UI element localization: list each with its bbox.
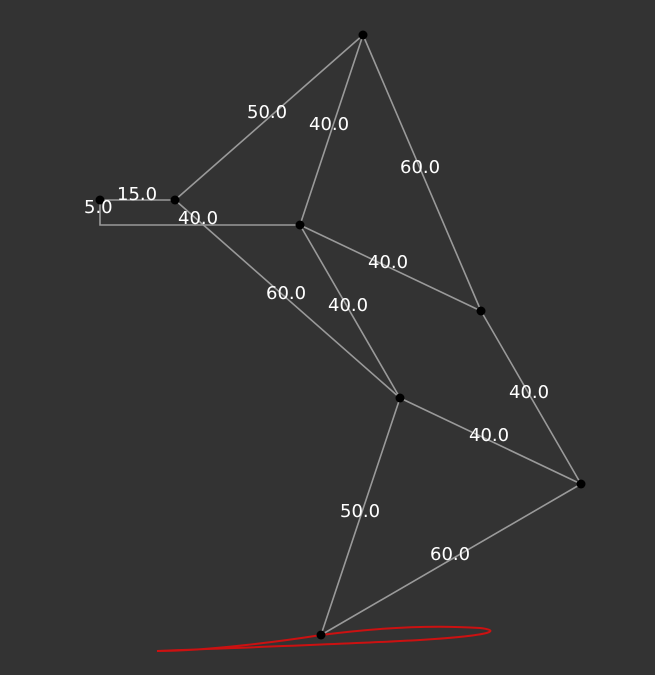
foot-trace-curve bbox=[156, 625, 492, 652]
link-lower-far-bar bbox=[399, 397, 582, 485]
label-ground-link: 5.0 bbox=[84, 197, 113, 218]
link-top-mid-bar bbox=[299, 34, 364, 226]
link-mid-right-bar bbox=[299, 224, 482, 312]
label-crank: 15.0 bbox=[117, 184, 157, 205]
label-link-far-foot: 60.0 bbox=[430, 544, 470, 565]
label-link-mid-lower: 40.0 bbox=[328, 295, 368, 316]
joint-far bbox=[576, 479, 586, 489]
label-link-lower-far: 40.0 bbox=[469, 425, 509, 446]
link-crank-top-bar bbox=[174, 34, 364, 201]
link-mid-lower-bar bbox=[299, 224, 401, 399]
joint-ground bbox=[95, 195, 105, 205]
link-right-far-bar bbox=[480, 310, 582, 485]
joint-lower bbox=[395, 393, 405, 403]
label-link-top-right: 60.0 bbox=[400, 157, 440, 178]
label-link-mid-right: 40.0 bbox=[368, 252, 408, 273]
joint-crank bbox=[170, 195, 180, 205]
label-link-right-far: 40.0 bbox=[509, 382, 549, 403]
ground-link-bar bbox=[99, 200, 300, 226]
label-coupler: 40.0 bbox=[178, 208, 218, 229]
label-link-lower-foot: 50.0 bbox=[340, 501, 380, 522]
joint-mid bbox=[295, 220, 305, 230]
link-far-foot-bar bbox=[320, 483, 582, 636]
label-link-crank-lower: 60.0 bbox=[266, 283, 306, 304]
joint-foot bbox=[316, 630, 326, 640]
link-crank-lower-bar bbox=[174, 199, 401, 399]
link-lower-foot-bar bbox=[320, 397, 401, 636]
label-link-top-mid: 40.0 bbox=[309, 114, 349, 135]
joint-top bbox=[358, 30, 368, 40]
joint-right bbox=[476, 306, 486, 316]
label-link-crank-top: 50.0 bbox=[247, 102, 287, 123]
link-top-right-bar bbox=[362, 34, 482, 312]
